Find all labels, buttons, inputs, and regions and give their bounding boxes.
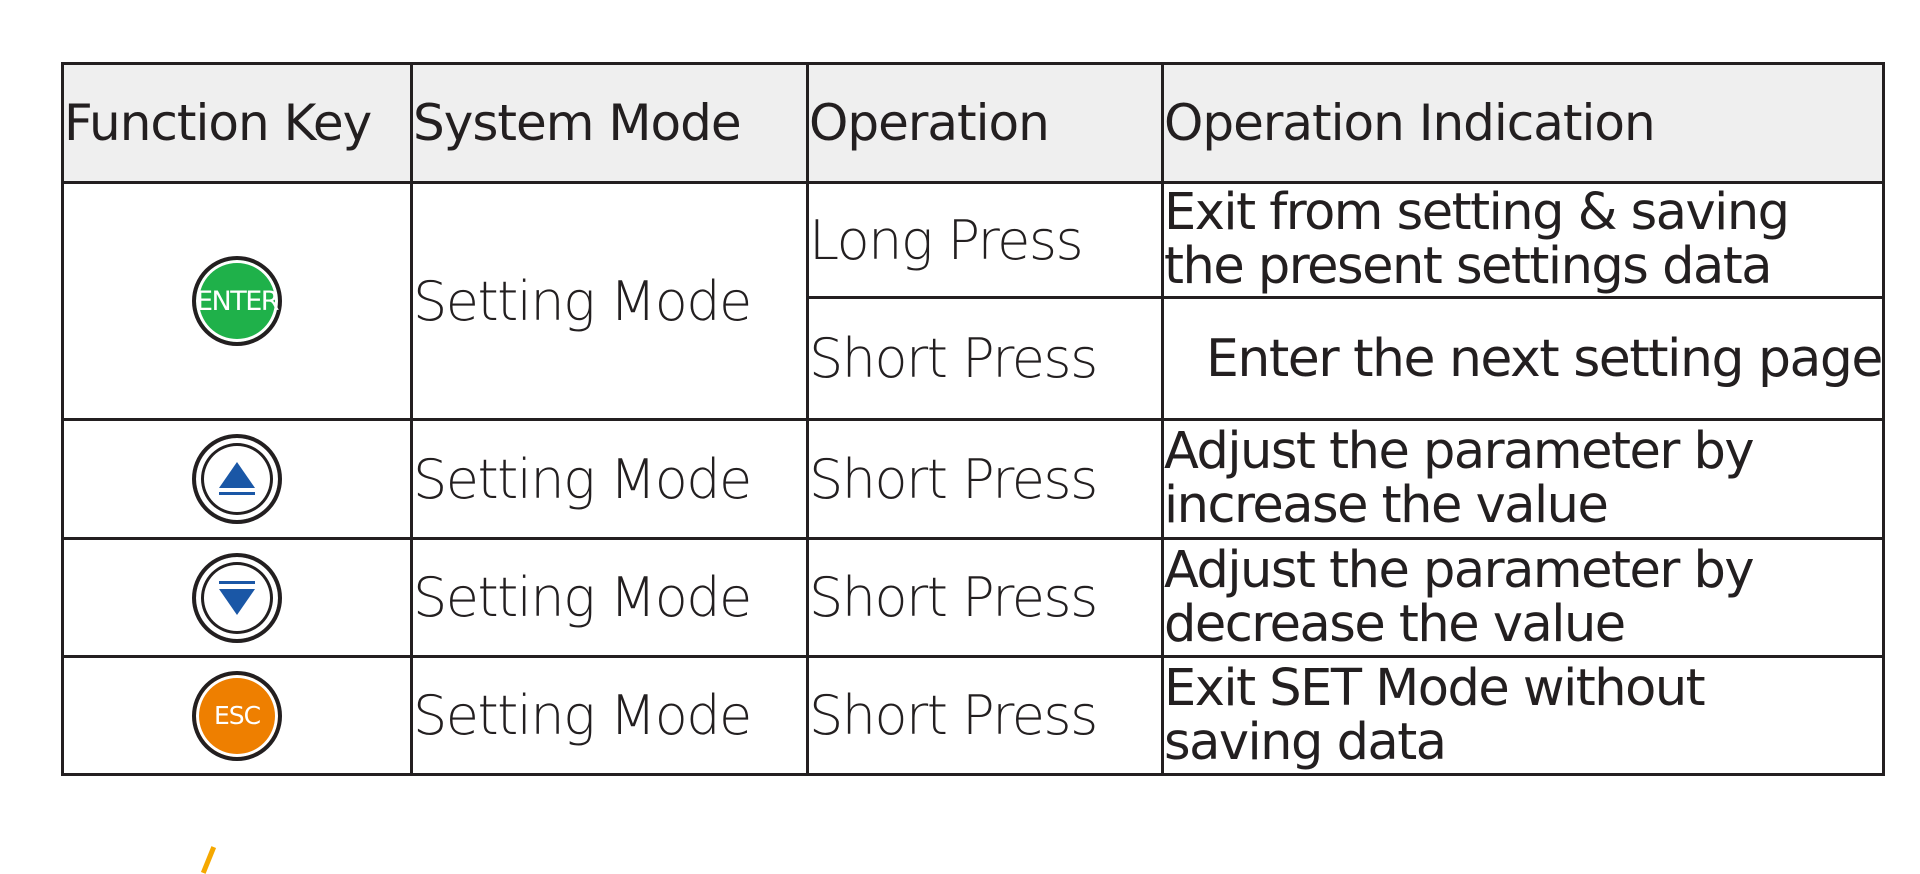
header-operation: Operation	[806, 62, 1164, 184]
indication-line: Exit SET Mode without	[1164, 658, 1706, 718]
table-row: Short Press Enter the next setting page	[63, 296, 1885, 421]
enter-button-label: ENTER	[195, 285, 280, 317]
indication-line: saving data	[1164, 712, 1447, 772]
down-arrow-button-icon	[192, 552, 282, 643]
operation-indication-cell: Adjust the parameter by decrease the val…	[1161, 537, 1885, 658]
system-mode-cell: Setting Mode	[410, 418, 809, 540]
indication-line: increase the value	[1164, 476, 1609, 535]
table-row: ESC Setting Mode Short Press Exit SET Mo…	[61, 655, 1885, 776]
header-operation-indication: Operation Indication	[1161, 62, 1885, 184]
enter-button-icon: ENTER	[192, 256, 282, 346]
function-key-table: Function Key System Mode Operation Opera…	[61, 62, 1885, 776]
header-function-key: Function Key	[61, 62, 413, 184]
header-system-mode: System Mode	[410, 62, 809, 184]
table-row: ENTER Setting Mode Long Press Exit from …	[61, 181, 1885, 421]
operation-cell: Long Press	[806, 181, 1164, 299]
table-row: Setting Mode Short Press Adjust the para…	[61, 537, 1885, 658]
table-header-row: Function Key System Mode Operation Opera…	[61, 62, 1885, 184]
esc-button-icon: ESC	[192, 670, 282, 761]
up-arrow-button-icon	[192, 434, 282, 524]
operation-indication-cell: Enter the next setting page	[1161, 296, 1885, 421]
function-key-cell	[61, 418, 413, 540]
table-row: Setting Mode Short Press Adjust the para…	[61, 418, 1885, 540]
function-key-cell	[61, 537, 413, 658]
indication-line: the present settings data	[1164, 237, 1772, 296]
up-arrow-icon	[219, 462, 255, 495]
indication-line: Exit from setting & saving	[1164, 183, 1790, 242]
operation-cell: Short Press	[806, 537, 1164, 658]
operation-indication-cell: Adjust the parameter by increase the val…	[1161, 418, 1885, 540]
system-mode-cell: Setting Mode	[410, 655, 809, 776]
operation-cell: Short Press	[806, 296, 1164, 421]
down-arrow-icon	[219, 580, 255, 615]
operation-indication-cell: Exit SET Mode without saving data	[1161, 655, 1885, 776]
esc-button-label: ESC	[213, 701, 261, 730]
function-key-table-container: Function Key System Mode Operation Opera…	[61, 62, 1885, 776]
operation-cell: Short Press	[806, 418, 1164, 540]
indication-line: decrease the value	[1164, 594, 1626, 654]
indication-line: Adjust the parameter by	[1164, 540, 1755, 600]
function-key-cell: ENTER	[61, 181, 413, 421]
function-key-cell: ESC	[61, 655, 413, 776]
indication-line: Adjust the parameter by	[1164, 422, 1755, 481]
indication-line: Enter the next setting page	[1206, 328, 1883, 389]
operation-cell: Short Press	[806, 655, 1164, 776]
operation-indication-cell: Exit from setting & saving the present s…	[1161, 181, 1885, 299]
system-mode-cell: Setting Mode	[410, 181, 809, 421]
system-mode-cell: Setting Mode	[410, 537, 809, 658]
